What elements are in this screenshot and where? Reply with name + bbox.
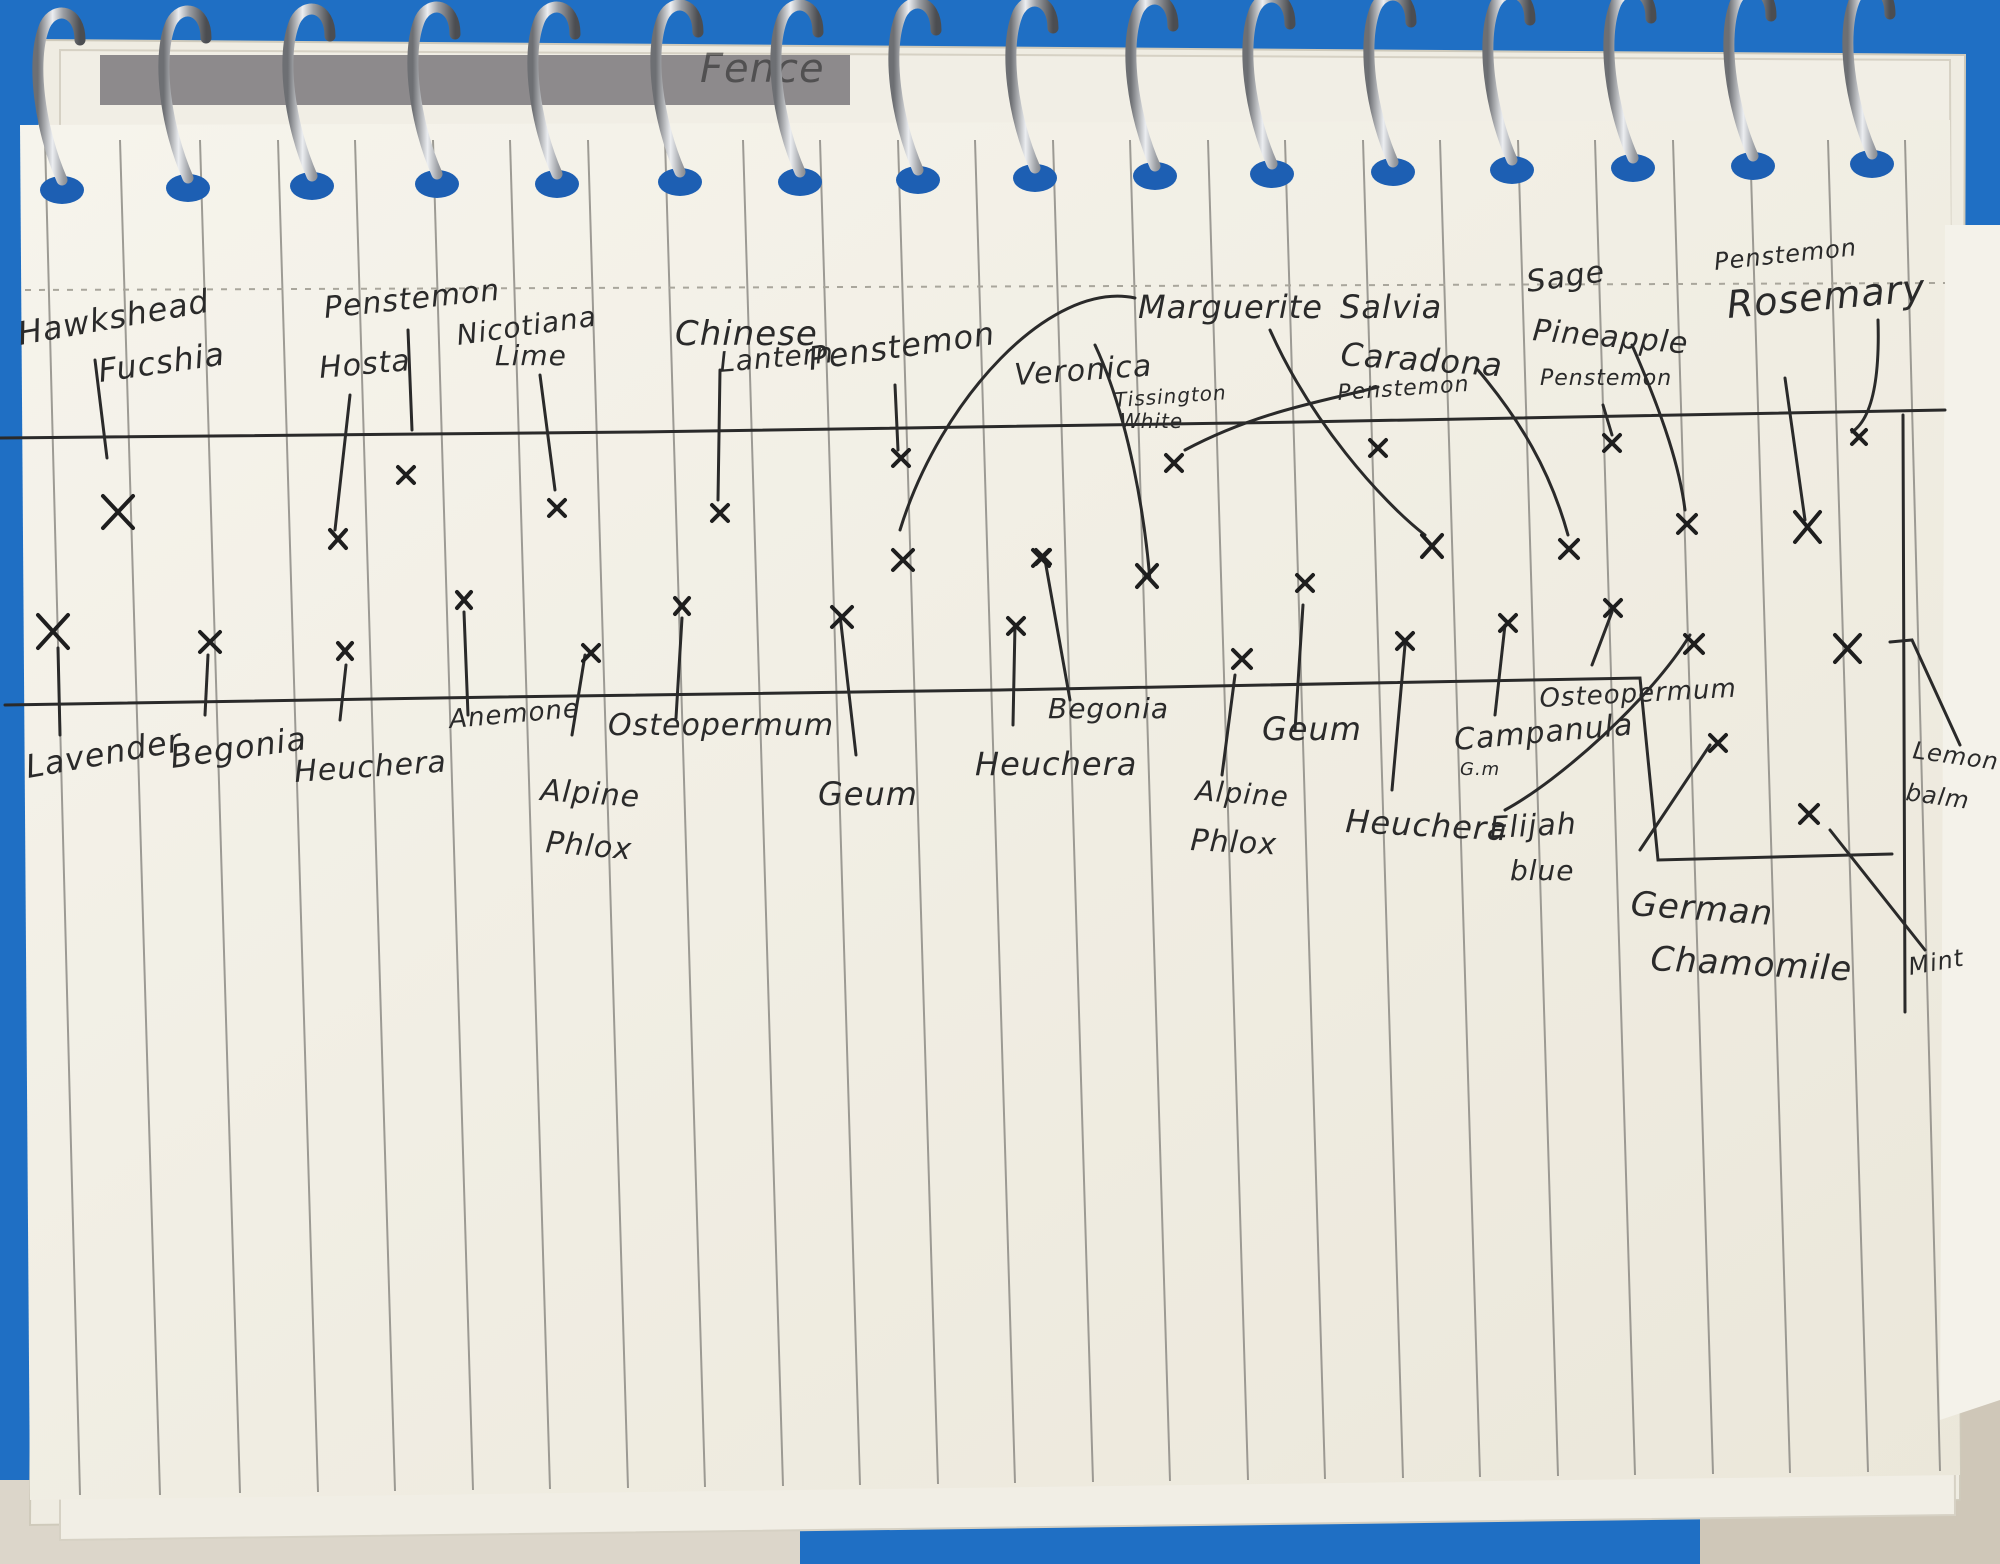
spiral-binding <box>32 0 1896 204</box>
back-page-fragment-text: Fence <box>700 46 825 92</box>
label-hosta: Hosta <box>318 343 412 386</box>
label-geum-1: Geum <box>818 775 918 813</box>
label-heuchera-2: Heuchera <box>975 745 1137 783</box>
front-boundary-line <box>3 676 1894 862</box>
planting-plan-drawing <box>0 294 1962 1014</box>
back-boundary-line <box>0 408 1947 440</box>
front-row-markers <box>36 548 1862 825</box>
label-begonia-2: Begonia <box>1048 692 1169 725</box>
label-alpine-1: Alpine <box>537 773 641 815</box>
label-alpine-2: Alpine <box>1193 774 1291 814</box>
label-phlox-1: Phlox <box>544 825 633 867</box>
label-blue: blue <box>1510 854 1575 887</box>
ruled-lines <box>44 139 1941 1496</box>
label-marguerite: Marguerite <box>1138 288 1323 326</box>
plant-markers <box>36 428 1868 825</box>
label-salvia: Salvia <box>1340 288 1442 326</box>
label-elijah: Elijah <box>1489 806 1578 846</box>
label-white: White <box>1120 409 1183 433</box>
notebook-page <box>20 120 2000 1500</box>
label-phlox-2: Phlox <box>1190 823 1278 862</box>
back-row-markers <box>101 428 1868 589</box>
label-german: German <box>1629 884 1774 934</box>
label-lime: Lime <box>495 339 567 372</box>
label-penstemon-4: Penstemon <box>1540 366 1672 391</box>
label-heuchera-3: Heuchera <box>1345 802 1509 848</box>
label-geum-2: Geum <box>1262 710 1362 748</box>
label-gm: G.m <box>1460 759 1500 780</box>
right-boundary-line <box>1901 413 1907 1014</box>
label-osteopermum-1: Osteopermum <box>608 708 834 743</box>
label-chinese: Chinese <box>675 314 818 354</box>
